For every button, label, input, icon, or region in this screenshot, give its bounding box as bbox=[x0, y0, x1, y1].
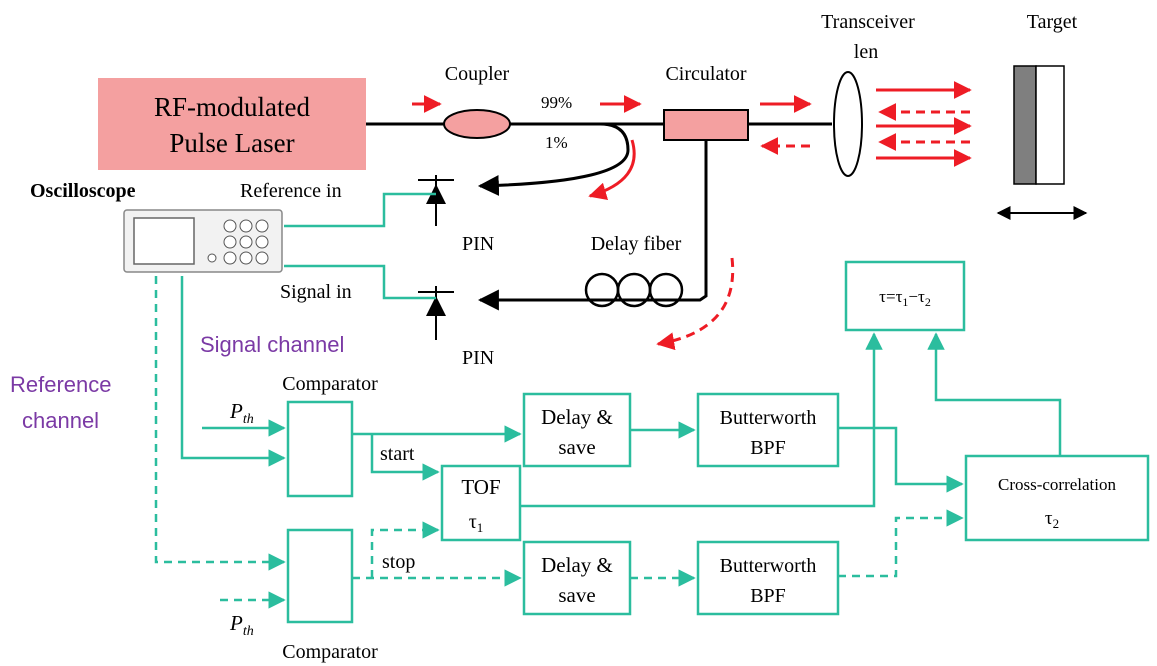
circulator-label: Circulator bbox=[665, 63, 746, 85]
pct1-label: 1% bbox=[545, 133, 568, 152]
reference-in-label: Reference in bbox=[240, 180, 342, 202]
delay-save-bottom bbox=[522, 540, 632, 616]
transceiver-label-line1: Transceiver bbox=[821, 11, 915, 33]
oscilloscope-icon bbox=[123, 209, 283, 273]
tof-to-tau bbox=[520, 332, 883, 508]
pin-bottom-label: PIN bbox=[462, 347, 494, 369]
delay-save-bottom-line1: Delay & bbox=[541, 553, 613, 577]
signal-channel-wire bbox=[180, 276, 286, 467]
ref-in-wire bbox=[284, 192, 436, 228]
cross-correlation-line1: Cross-correlation bbox=[998, 475, 1117, 494]
signal-channel-label: Signal channel bbox=[200, 332, 344, 357]
bpf-bottom bbox=[696, 540, 840, 616]
comparator-top bbox=[286, 400, 354, 498]
delay-fiber-label: Delay fiber bbox=[591, 233, 682, 255]
circulator bbox=[663, 109, 749, 141]
pct99-label: 99% bbox=[541, 93, 572, 112]
transceiver-label-line2: len bbox=[854, 41, 878, 63]
stop-label: stop bbox=[382, 551, 415, 573]
tau-formula: τ=τ1−τ2 bbox=[879, 287, 931, 309]
reference-fiber bbox=[477, 122, 630, 196]
coupler bbox=[443, 109, 511, 139]
delay-save-top-line2: save bbox=[558, 435, 595, 459]
tau-result-box bbox=[844, 260, 966, 332]
delay-save-top-line1: Delay & bbox=[541, 405, 613, 429]
stop-to-tof-wire bbox=[370, 521, 440, 578]
cross-correlation-box bbox=[964, 454, 1150, 542]
coupler-label: Coupler bbox=[445, 63, 510, 85]
delay-save-bottom-line2: save bbox=[558, 583, 595, 607]
bpf-bottom-line1: Butterworth bbox=[720, 555, 817, 577]
reference-channel-line2: channel bbox=[22, 408, 99, 433]
pin-detector-bottom bbox=[418, 286, 454, 340]
pth-top-label: Pth bbox=[229, 399, 254, 427]
red-arrow-delay-return bbox=[656, 257, 735, 351]
comparator-top-label: Comparator bbox=[282, 373, 378, 395]
tof-label-line1: TOF bbox=[461, 475, 500, 499]
pth-bottom-label: Pth bbox=[229, 611, 254, 639]
target-light bbox=[1035, 65, 1065, 185]
bpf-top-to-xcorr bbox=[838, 426, 964, 493]
bpf-bottom-to-xcorr bbox=[838, 509, 964, 578]
bpf-bottom-line2: BPF bbox=[750, 585, 786, 607]
red-arrow-1pct-branch bbox=[588, 139, 636, 201]
signal-in-label: Signal in bbox=[280, 281, 352, 303]
reference-channel-line1: Reference bbox=[10, 372, 112, 397]
target-dark bbox=[1013, 65, 1037, 185]
transceiver-lens bbox=[833, 71, 863, 177]
laser-label-line2: Pulse Laser bbox=[169, 128, 294, 158]
delay-fiber-coils bbox=[584, 272, 684, 308]
pin-detector-top bbox=[418, 175, 454, 226]
start-label: start bbox=[380, 443, 415, 465]
pin-top-label: PIN bbox=[462, 233, 494, 255]
comparator-bottom-label: Comparator bbox=[282, 641, 378, 663]
cross-correlation-line2: τ2 bbox=[1045, 508, 1059, 531]
laser-box bbox=[98, 78, 366, 170]
delay-save-top bbox=[522, 392, 632, 468]
start-to-tof-wire bbox=[370, 434, 440, 481]
xcorr-to-tau bbox=[927, 332, 1062, 456]
tof-box bbox=[440, 464, 522, 542]
sig-in-wire bbox=[284, 264, 436, 300]
comparator-bottom bbox=[286, 528, 354, 624]
oscilloscope-label: Oscilloscope bbox=[30, 180, 136, 202]
laser-label-line1: RF-modulated bbox=[154, 92, 310, 122]
tof-label-line2: τ1 bbox=[469, 511, 484, 535]
target-label: Target bbox=[1027, 11, 1078, 33]
bpf-top-line1: Butterworth bbox=[720, 407, 817, 429]
bpf-top bbox=[696, 392, 840, 468]
bpf-top-line2: BPF bbox=[750, 437, 786, 459]
reference-channel-wire bbox=[154, 276, 286, 571]
